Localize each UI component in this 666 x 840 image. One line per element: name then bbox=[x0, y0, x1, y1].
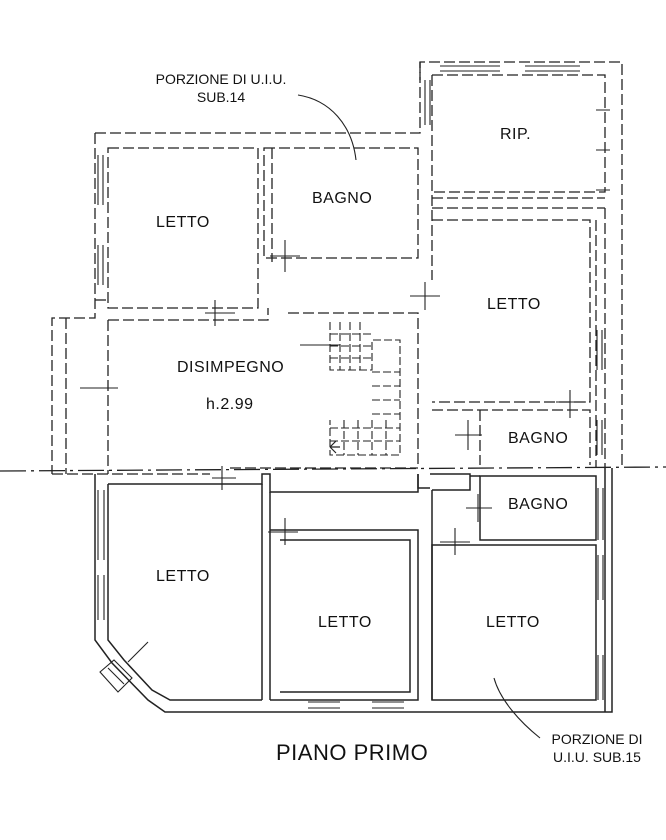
room-bagno-n: BAGNO bbox=[312, 190, 373, 207]
room-bagno-e1: BAGNO bbox=[508, 430, 569, 447]
room-letto-s: LETTO bbox=[318, 614, 372, 631]
room-letto-se: LETTO bbox=[486, 614, 540, 631]
plan-title: PIANO PRIMO bbox=[276, 740, 429, 765]
room-letto-sw: LETTO bbox=[156, 568, 210, 585]
upper-walls-dashed bbox=[51, 61, 623, 475]
room-bagno-e2: BAGNO bbox=[508, 496, 569, 513]
note-sub15-line2: U.I.U. SUB.15 bbox=[553, 749, 641, 765]
room-letto-ne: LETTO bbox=[487, 296, 541, 313]
note-sub15-line1: PORZIONE DI bbox=[551, 731, 643, 747]
lower-walls-solid bbox=[94, 468, 613, 713]
note-sub14: PORZIONE DI U.I.U. SUB.14 bbox=[136, 70, 306, 106]
note-sub15: PORZIONE DI U.I.U. SUB.15 bbox=[532, 730, 662, 766]
note-sub14-line1: PORZIONE DI U.I.U. bbox=[155, 71, 287, 87]
note-sub14-line2: SUB.14 bbox=[196, 89, 246, 105]
staircase bbox=[300, 322, 401, 456]
room-height: h.2.99 bbox=[206, 396, 254, 413]
room-rip: RIP. bbox=[500, 126, 532, 143]
lower-windows bbox=[97, 488, 604, 709]
section-line bbox=[0, 466, 666, 472]
room-disimpegno: DISIMPEGNO bbox=[177, 359, 285, 376]
upper-windows bbox=[97, 65, 603, 455]
room-letto-nw: LETTO bbox=[156, 214, 210, 231]
leader-sub15 bbox=[493, 677, 541, 739]
upper-door-marks bbox=[80, 109, 610, 450]
lower-door-marks bbox=[127, 466, 492, 663]
leader-sub14 bbox=[297, 94, 357, 161]
